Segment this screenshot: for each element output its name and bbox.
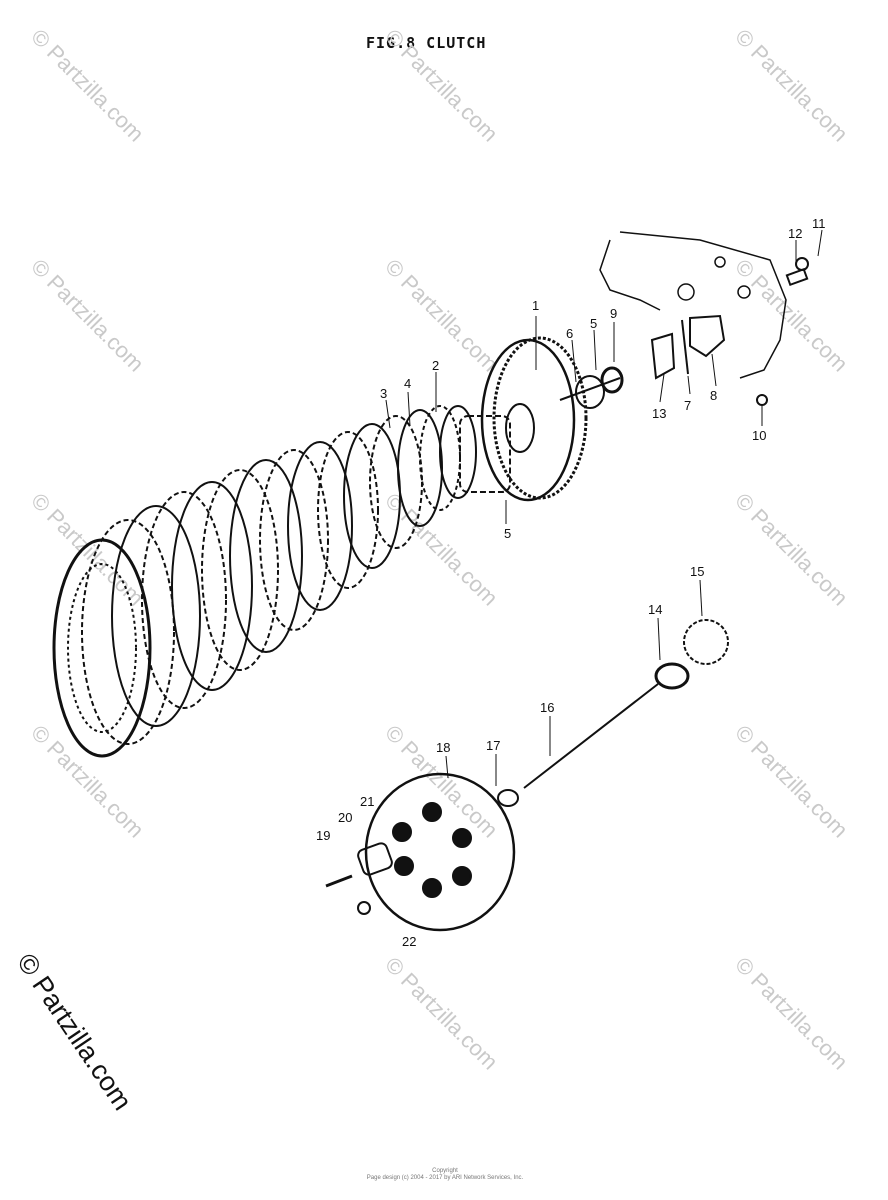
nut-11 <box>795 257 809 271</box>
clutch-plate <box>141 491 227 709</box>
callout-7: 7 <box>684 398 691 413</box>
clutch-plate <box>343 423 401 569</box>
callout-13: 13 <box>652 406 666 421</box>
clutch-plate-front <box>52 538 152 758</box>
clutch-plate <box>201 469 279 671</box>
callout-14: 14 <box>648 602 662 617</box>
copyright-footer: Copyright Page design (c) 2004 - 2017 by… <box>330 1168 560 1182</box>
clutch-plate <box>229 459 303 653</box>
lock-washer-15 <box>683 619 729 665</box>
push-rod-16 <box>523 683 659 789</box>
clutch-cover <box>599 231 787 379</box>
spacer-6 <box>575 375 605 409</box>
clutch-plate-stack <box>52 405 477 758</box>
callout-22: 22 <box>402 934 416 949</box>
callout-18: 18 <box>436 740 450 755</box>
clutch-plate <box>369 415 423 549</box>
clutch-plate-front-inner <box>67 563 137 733</box>
bearing-9 <box>600 366 624 394</box>
callout-5: 5 <box>590 316 597 331</box>
clutch-plate <box>81 519 175 745</box>
clutch-hub <box>459 415 511 493</box>
callout-12: 12 <box>788 226 802 241</box>
callout-1: 1 <box>532 298 539 313</box>
footer-line-1: Copyright <box>432 1168 458 1174</box>
callout-11: 11 <box>812 216 826 231</box>
callout-9: 9 <box>610 306 617 321</box>
clutch-housing <box>459 336 588 502</box>
clutch-spring-20 <box>357 842 393 876</box>
callout-2: 2 <box>432 358 439 373</box>
bearing-14 <box>654 662 690 690</box>
callout-19: 19 <box>316 828 330 843</box>
callout-3: 3 <box>380 386 387 401</box>
callout-15: 15 <box>690 564 704 579</box>
callout-8: 8 <box>710 388 717 403</box>
footer-line-2: Page design (c) 2004 - 2017 by ARI Netwo… <box>366 1175 524 1181</box>
callout-10: 10 <box>752 428 766 443</box>
clutch-plate <box>171 481 253 691</box>
callout-16: 16 <box>540 700 554 715</box>
screw-10 <box>756 394 768 406</box>
callout-6: 6 <box>566 326 573 341</box>
release-arm-8 <box>689 314 726 358</box>
clutch-plate <box>111 505 201 727</box>
release-cam-13 <box>650 332 676 380</box>
callout-21: 21 <box>360 794 374 809</box>
clutch-plate <box>287 441 353 611</box>
bolt-19 <box>325 874 353 888</box>
callout-5: 5 <box>504 526 511 541</box>
figure-title: FIG.8 CLUTCH <box>366 34 487 52</box>
clutch-plate <box>317 431 379 589</box>
callout-20: 20 <box>338 810 352 825</box>
release-spring-7 <box>681 319 689 375</box>
clutch-plate <box>439 405 477 499</box>
clutch-plate <box>259 449 329 631</box>
adjust-screw-12 <box>785 267 809 287</box>
callout-17: 17 <box>486 738 500 753</box>
thrust-piece-17 <box>497 789 519 807</box>
washer-22 <box>357 901 371 915</box>
pressure-plate <box>364 772 516 932</box>
callout-4: 4 <box>404 376 411 391</box>
